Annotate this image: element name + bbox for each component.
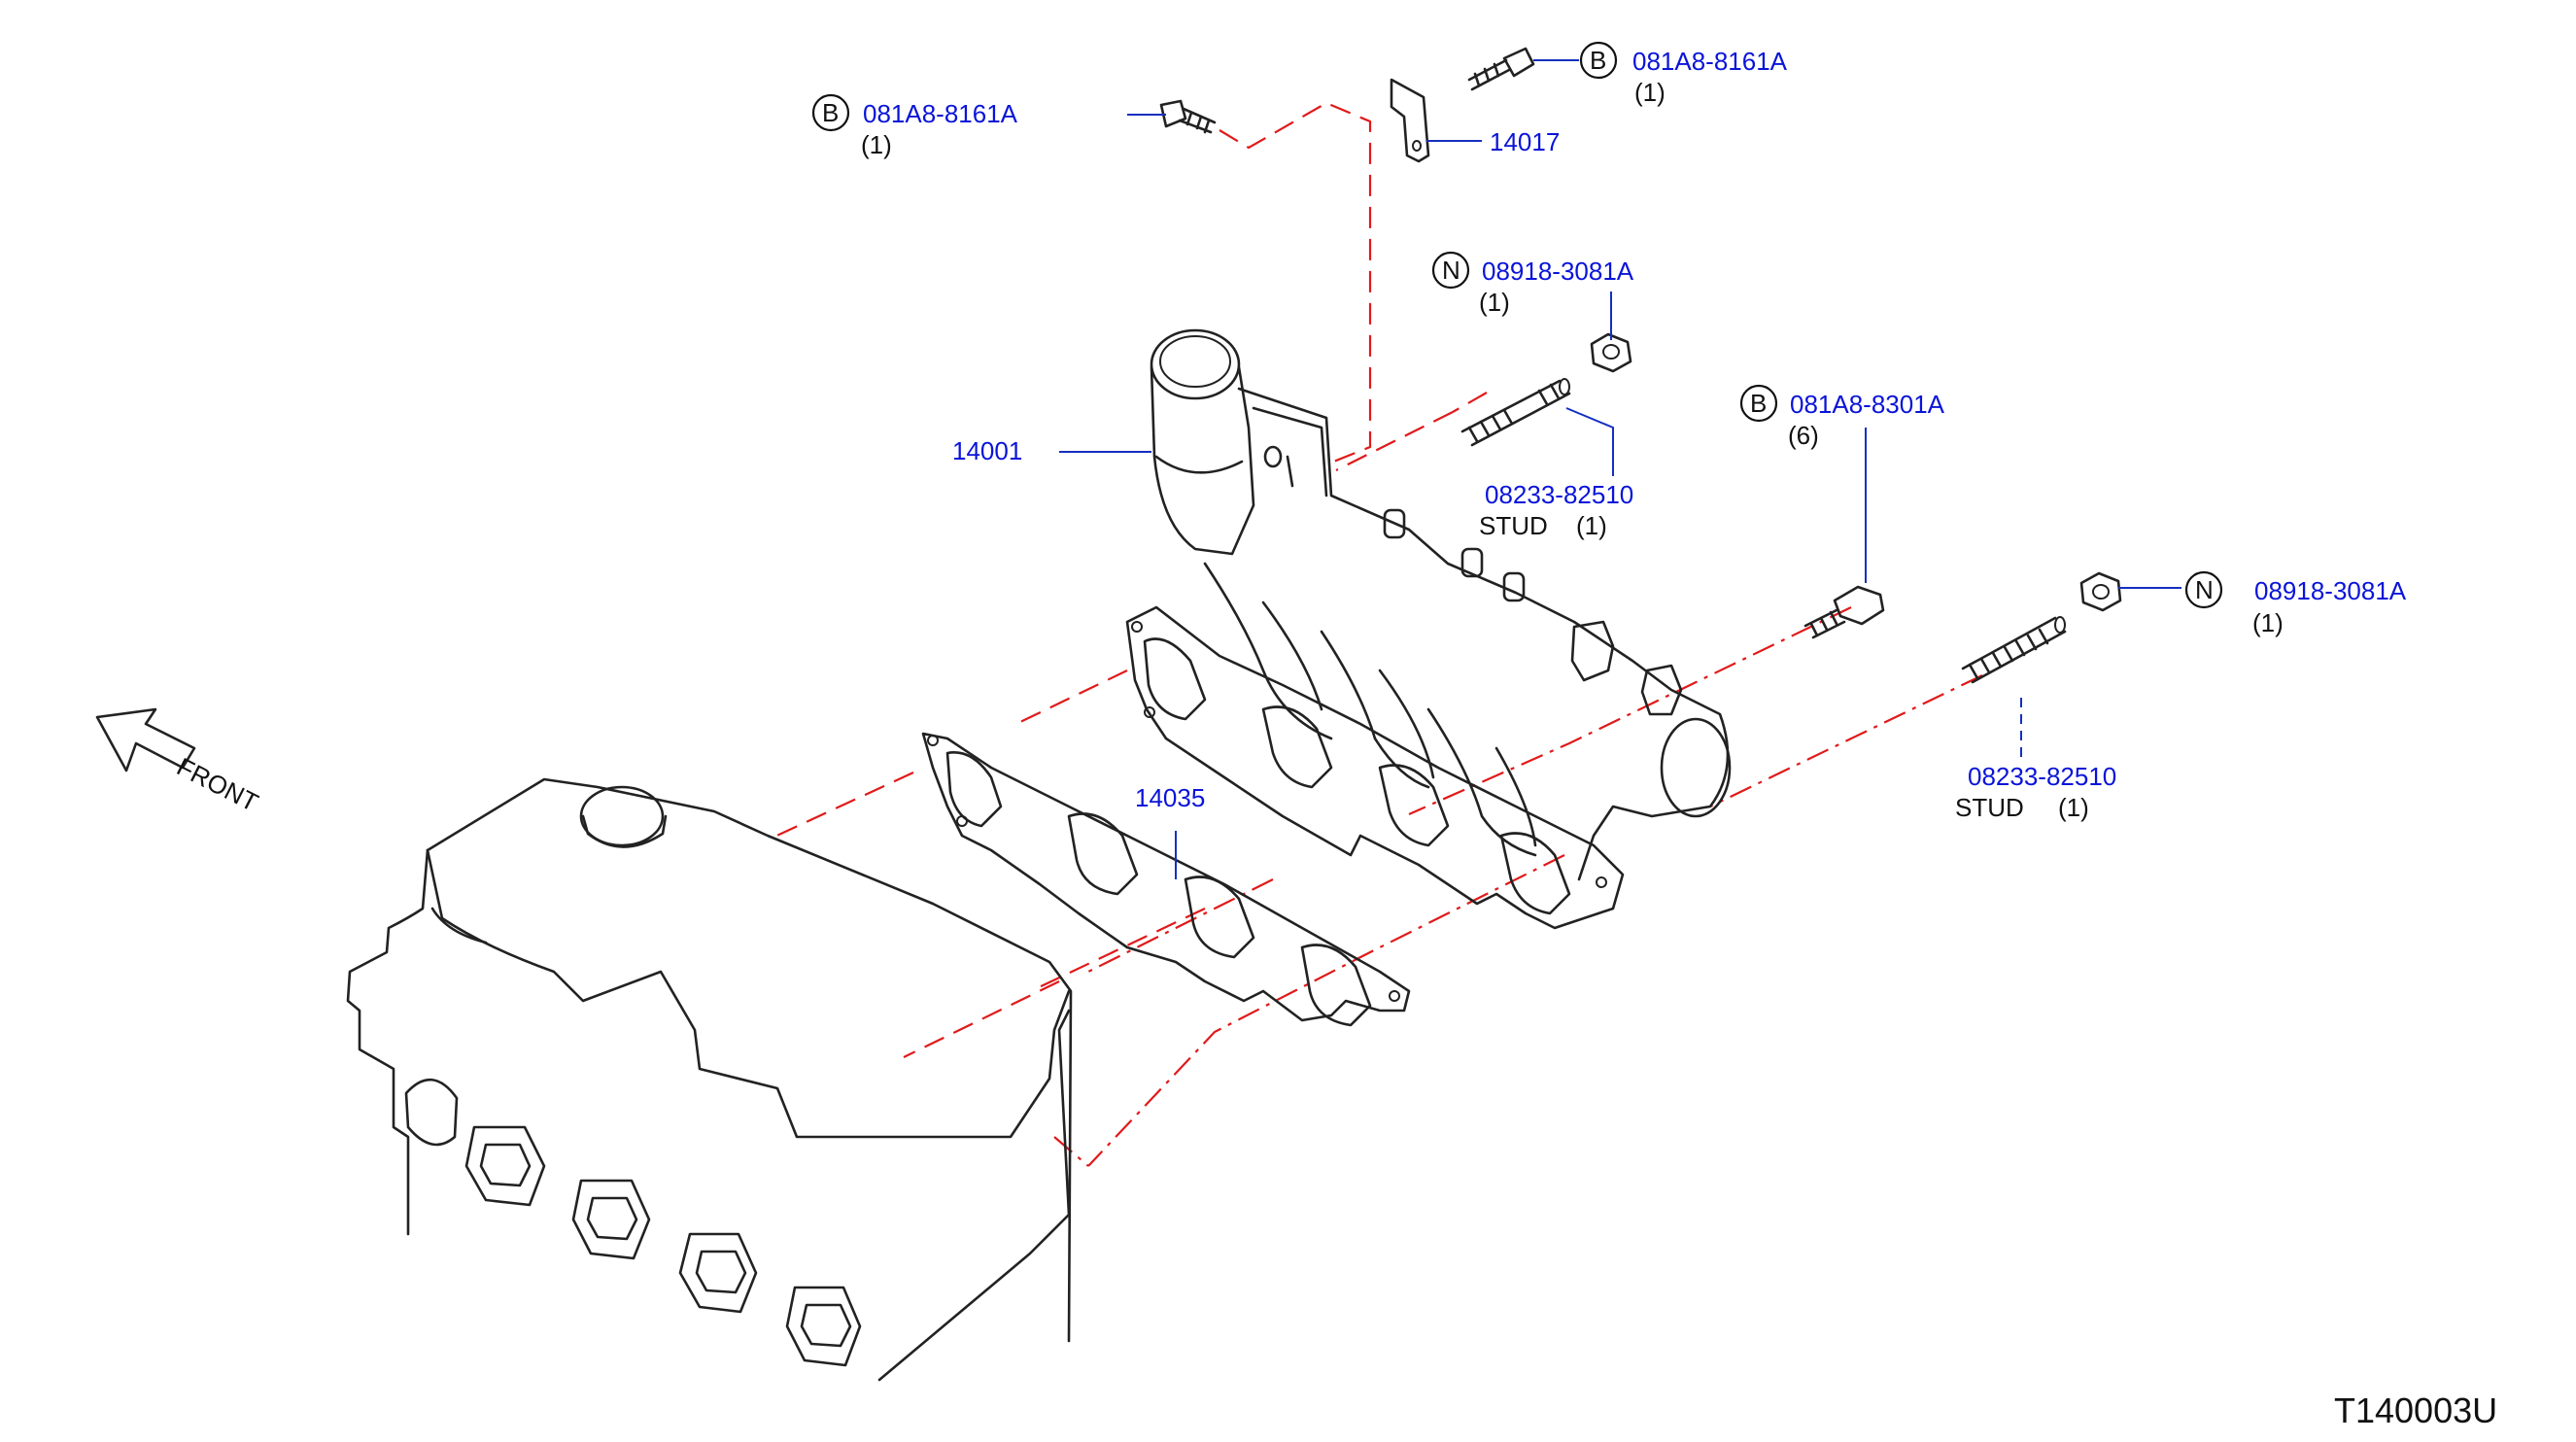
bolt-top-right <box>1467 47 1535 91</box>
callout-letter-n-upper: N <box>1442 256 1460 285</box>
qty-nut-upper: (1) <box>1479 288 1510 317</box>
part-number-08918-3081A-upper: 08918-3081A <box>1482 257 1634 286</box>
figure-id: T140003U <box>2334 1390 2497 1430</box>
cylinder-head <box>346 777 1073 1382</box>
part-number-08918-3081A-lower: 08918-3081A <box>2254 576 2407 605</box>
callout-letter-b-top-left: B <box>822 98 839 127</box>
part-number-08233-82510-lower: 08233-82510 <box>1968 762 2116 791</box>
nut-lower <box>2079 571 2122 612</box>
qty-bolt-manifold: (6) <box>1788 421 1819 450</box>
gasket-14035 <box>921 732 1411 1027</box>
callout-letter-circles: B B N B N <box>811 41 2223 609</box>
front-label: FRONT <box>172 752 263 817</box>
stud-lower <box>1961 616 2067 684</box>
part-number-14035: 14035 <box>1135 783 1205 812</box>
leader-lines <box>1059 59 2181 879</box>
qty-bolt-top-left: (1) <box>861 130 892 159</box>
bracket-14017 <box>1390 78 1430 163</box>
bolt-manifold <box>1803 585 1885 639</box>
stud-upper <box>1460 378 1571 447</box>
bolt-top-left <box>1159 99 1217 134</box>
qty-stud-upper: (1) <box>1576 511 1607 540</box>
front-arrow-icon <box>95 707 196 772</box>
part-number-081A8-8301A: 081A8-8301A <box>1790 390 1945 419</box>
callout-letter-b-manifold: B <box>1750 389 1767 418</box>
callout-letter-b-top-right: B <box>1590 46 1606 75</box>
stud-upper-name: STUD <box>1479 511 1548 540</box>
alignment-lines <box>772 101 1983 1167</box>
part-labels: 081A8-8161A (1) 081A8-8161A (1) 14017 08… <box>861 47 2497 1430</box>
qty-bolt-top-right: (1) <box>1634 78 1666 107</box>
part-number-14001: 14001 <box>952 436 1022 465</box>
part-number-08233-82510-upper: 08233-82510 <box>1485 480 1633 509</box>
part-number-081A8-8161A-top-right: 081A8-8161A <box>1632 47 1788 76</box>
part-number-14017: 14017 <box>1490 127 1560 156</box>
part-number-081A8-8161A-top-left: 081A8-8161A <box>863 99 1018 128</box>
nut-upper <box>1590 332 1632 373</box>
callout-letter-n-lower: N <box>2195 575 2214 604</box>
intake-manifold-14001 <box>1125 328 1732 930</box>
qty-stud-lower: (1) <box>2058 793 2089 822</box>
qty-nut-lower: (1) <box>2252 608 2284 637</box>
stud-lower-name: STUD <box>1955 793 2024 822</box>
